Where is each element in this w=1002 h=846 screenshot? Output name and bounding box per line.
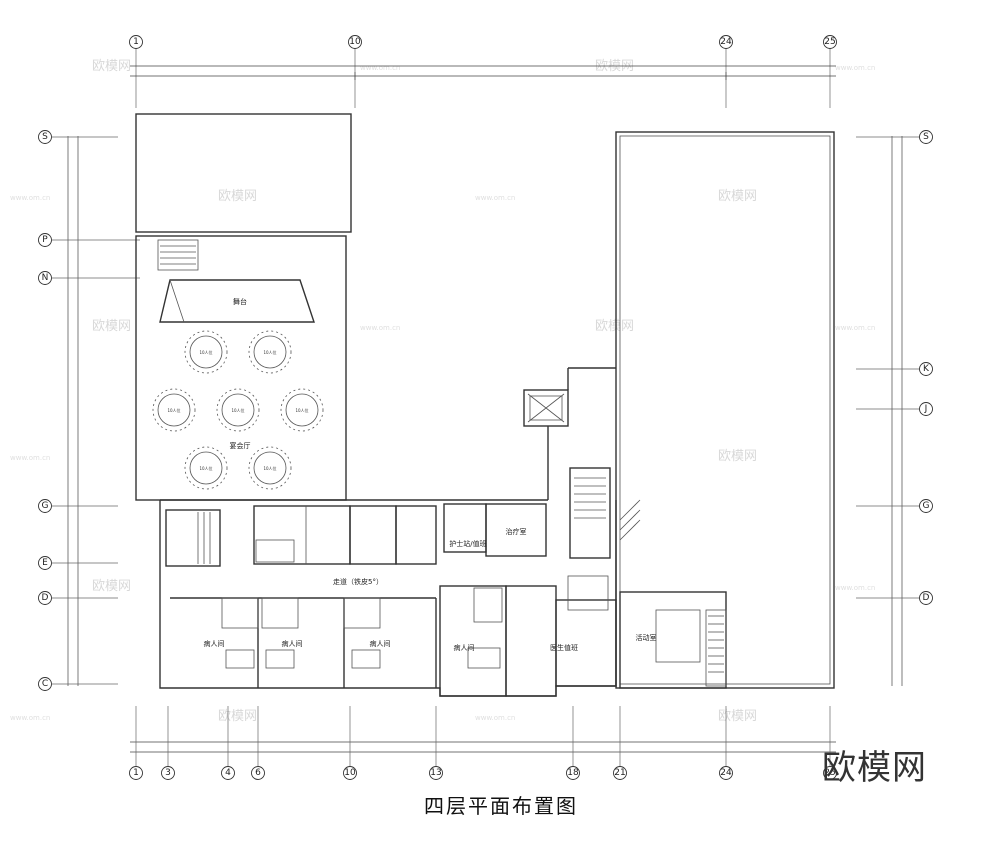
watermark-layer: 欧模网 www.om.cn 欧模网 www.om.cn www.om.cn 欧模… bbox=[10, 59, 875, 724]
watermark-brand: 欧模网 bbox=[92, 319, 131, 334]
stage-label: 舞台 bbox=[233, 297, 247, 306]
table-label: 10人位 bbox=[199, 349, 212, 355]
round-table bbox=[157, 393, 191, 427]
table-label: 10人位 bbox=[231, 407, 244, 413]
watermark-brand: 欧模网 bbox=[218, 189, 257, 204]
banquet-area-label: 宴会厅 bbox=[230, 441, 251, 450]
grid-label-top: 24 bbox=[720, 37, 732, 47]
grid-label-bottom: 1 bbox=[133, 768, 139, 778]
watermark-brand: 欧模网 bbox=[718, 449, 757, 464]
watermark-brand: 欧模网 bbox=[595, 59, 634, 74]
watermark-url: www.om.cn bbox=[475, 194, 515, 202]
elevator-shaft bbox=[523, 389, 569, 427]
ward-label: 病人间 bbox=[282, 639, 303, 648]
grid-label-left: D bbox=[42, 593, 49, 603]
watermark-brand: 欧模网 bbox=[718, 189, 757, 204]
round-table bbox=[253, 335, 287, 369]
nurse-station-label: 护士站/值班 bbox=[449, 539, 486, 548]
grid-label-bottom: 10 bbox=[344, 768, 356, 778]
grid-label-left: E bbox=[42, 558, 48, 568]
drawing-title: 四层平面布置图 bbox=[424, 794, 578, 818]
grid-label-bottom: 25 bbox=[824, 768, 835, 778]
table-label: 10人位 bbox=[199, 465, 212, 471]
banquet-tables: 10人位 10人位 10人位 10人位 10人位 10人位 10人位 宴会厅 bbox=[152, 330, 324, 490]
grid-label-right: G bbox=[923, 501, 930, 511]
watermark-brand: 欧模网 bbox=[92, 579, 131, 594]
watermark-url: www.om.cn bbox=[10, 194, 50, 202]
grid-label-left: C bbox=[42, 679, 48, 689]
round-table bbox=[221, 393, 255, 427]
grid-right: S K J G D bbox=[856, 130, 933, 686]
grid-label-bottom: 24 bbox=[720, 768, 732, 778]
corridor-label: 走道（铁皮5°） bbox=[333, 577, 383, 586]
grid-label-bottom: 18 bbox=[567, 768, 579, 778]
table-label: 10人位 bbox=[263, 465, 276, 471]
grid-label-bottom: 21 bbox=[614, 768, 625, 778]
grid-label-left: P bbox=[42, 235, 48, 245]
watermark-url: www.om.cn bbox=[835, 584, 875, 592]
duty-room-label: 医生值班 bbox=[550, 643, 578, 652]
ward-label: 病人间 bbox=[204, 639, 225, 648]
grid-label-top: 1 bbox=[133, 37, 139, 47]
watermark-brand: 欧模网 bbox=[595, 319, 634, 334]
grid-label-right: S bbox=[923, 132, 929, 142]
round-table bbox=[189, 451, 223, 485]
stage-outline bbox=[159, 279, 315, 323]
round-table bbox=[253, 451, 287, 485]
watermark-url: www.om.cn bbox=[360, 64, 400, 72]
watermark-url: www.om.cn bbox=[475, 714, 515, 722]
watermark-url: www.om.cn bbox=[835, 64, 875, 72]
treatment-room-label: 治疗室 bbox=[506, 527, 527, 536]
table-label: 10人位 bbox=[167, 407, 180, 413]
ward-label: 病人间 bbox=[454, 643, 475, 652]
grid-label-left: N bbox=[42, 273, 49, 283]
table-label: 10人位 bbox=[263, 349, 276, 355]
watermark-logo: 欧模网 bbox=[822, 748, 927, 788]
grid-label-bottom: 13 bbox=[430, 768, 441, 778]
watermark-brand: 欧模网 bbox=[92, 59, 131, 74]
grid-label-right: D bbox=[923, 593, 930, 603]
watermark-url: www.om.cn bbox=[360, 324, 400, 332]
grid-label-bottom: 3 bbox=[165, 768, 171, 778]
grid-label-top: 10 bbox=[349, 37, 361, 47]
table-label: 10人位 bbox=[295, 407, 308, 413]
lounge-label: 活动室 bbox=[636, 633, 657, 642]
building-walls: 舞台 护士站 bbox=[135, 113, 835, 697]
grid-label-right: K bbox=[923, 364, 930, 374]
round-table bbox=[189, 335, 223, 369]
grid-label-bottom: 4 bbox=[225, 768, 231, 778]
grid-label-top: 25 bbox=[824, 37, 835, 47]
watermark-url: www.om.cn bbox=[10, 454, 50, 462]
grid-bottom: 1 3 4 6 10 13 18 21 24 25 bbox=[129, 706, 837, 780]
grid-left: S P N G E D C bbox=[38, 130, 140, 691]
watermark-url: www.om.cn bbox=[10, 714, 50, 722]
watermark-brand: 欧模网 bbox=[218, 709, 257, 724]
grid-top: 1 10 24 25 bbox=[129, 35, 837, 108]
grid-label-left: G bbox=[42, 501, 49, 511]
grid-label-left: S bbox=[42, 132, 48, 142]
ward-label: 病人间 bbox=[370, 639, 391, 648]
grid-label-bottom: 6 bbox=[255, 768, 261, 778]
grid-label-right: J bbox=[924, 404, 928, 414]
watermark-url: www.om.cn bbox=[835, 324, 875, 332]
watermark-brand: 欧模网 bbox=[718, 709, 757, 724]
round-table bbox=[285, 393, 319, 427]
